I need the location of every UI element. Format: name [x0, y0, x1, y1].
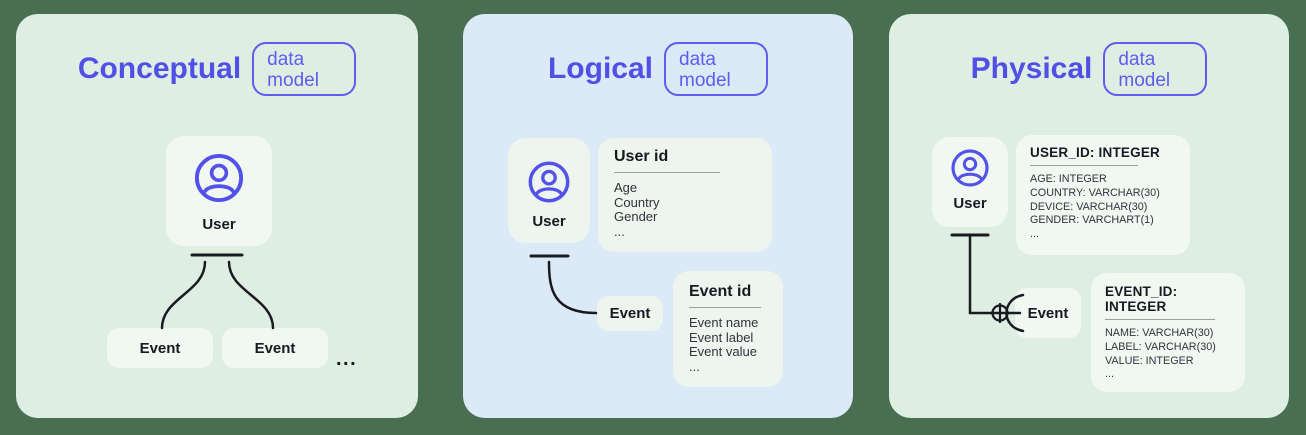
attribute-row: ... — [1105, 368, 1114, 381]
attributes-card-title: EVENT_ID: INTEGER — [1105, 284, 1178, 314]
user-icon — [951, 149, 989, 187]
event-entity-label: Event — [139, 339, 181, 357]
attribute-row: Gender — [614, 209, 658, 224]
user-icon — [194, 153, 244, 203]
event-entity-label: Event — [609, 305, 651, 322]
event-attributes-card: Event id Event name Event label Event va… — [673, 271, 783, 387]
panel-title: Logical — [547, 52, 653, 85]
user-entity-card: User — [508, 138, 590, 243]
attribute-row: ... — [1030, 228, 1039, 241]
more-events-ellipsis: ... — [336, 348, 358, 370]
attribute-row: AGE: INTEGER — [1030, 173, 1107, 185]
event-entity-label: Event — [1027, 304, 1069, 322]
attribute-row: NAME: VARCHAR(30) — [1105, 327, 1214, 339]
panel-header: Physical data model — [889, 39, 1289, 99]
data-model-badge: data model — [664, 42, 768, 96]
attribute-row: Country — [614, 194, 660, 210]
panel-title: Physical — [970, 52, 1093, 85]
divider — [614, 172, 720, 173]
event-attributes-card: EVENT_ID: INTEGER NAME: VARCHAR(30) LABE… — [1091, 273, 1245, 392]
attribute-row: VALUE: INTEGER — [1105, 354, 1194, 367]
attribute-row: Age — [614, 180, 638, 195]
user-attributes-card: User id Age Country Gender ... — [598, 138, 772, 252]
user-attributes-card: USER_ID: INTEGER AGE: INTEGER COUNTRY: V… — [1016, 135, 1190, 255]
user-entity-card: User — [166, 136, 272, 246]
badge-line: model — [1118, 70, 1171, 91]
panel-conceptual: Conceptual data model User Event Event .… — [16, 14, 418, 418]
panel-header: Logical data model — [463, 39, 853, 99]
panel-title: Conceptual — [77, 52, 242, 85]
attributes-card-title: Event id — [689, 283, 752, 300]
data-model-badge: data model — [1103, 42, 1208, 96]
event-entity-card: Event — [1015, 288, 1081, 338]
user-entity-label: User — [953, 195, 987, 212]
attributes-card-title: USER_ID: INTEGER — [1030, 145, 1160, 160]
badge-line: model — [267, 70, 319, 91]
panel-logical: Logical data model User User id Age Coun… — [463, 14, 853, 418]
attribute-row: Event name — [689, 315, 759, 330]
user-entity-card: User — [932, 137, 1008, 227]
attribute-row: DEVICE: VARCHAR(30) — [1030, 200, 1148, 213]
attribute-row: ... — [689, 358, 700, 374]
data-model-badge: data model — [252, 42, 357, 96]
attribute-row: Event value — [689, 344, 757, 359]
attributes-card-title: User id — [614, 148, 669, 165]
divider — [689, 307, 761, 308]
badge-line: model — [679, 70, 731, 91]
event-entity-card: Event — [222, 328, 328, 368]
panel-physical: Physical data model User USER_ID: INTEGE… — [889, 14, 1289, 418]
divider — [1030, 165, 1138, 166]
attribute-row: GENDER: VARCHART(1) — [1030, 214, 1154, 227]
event-entity-card: Event — [107, 328, 213, 368]
event-entity-label: Event — [254, 339, 296, 357]
attribute-row: ... — [614, 223, 625, 239]
badge-line: data — [267, 49, 305, 70]
attribute-row: COUNTRY: VARCHAR(30) — [1030, 186, 1160, 199]
badge-line: data — [679, 49, 716, 70]
user-icon — [528, 161, 570, 203]
attribute-row: LABEL: VARCHAR(30) — [1105, 340, 1216, 353]
user-entity-label: User — [202, 216, 236, 233]
user-entity-label: User — [532, 213, 566, 230]
event-entity-card: Event — [597, 296, 663, 331]
badge-line: data — [1118, 49, 1156, 70]
panel-header: Conceptual data model — [16, 39, 418, 99]
divider — [1105, 319, 1215, 320]
attribute-row: Event label — [689, 329, 754, 345]
